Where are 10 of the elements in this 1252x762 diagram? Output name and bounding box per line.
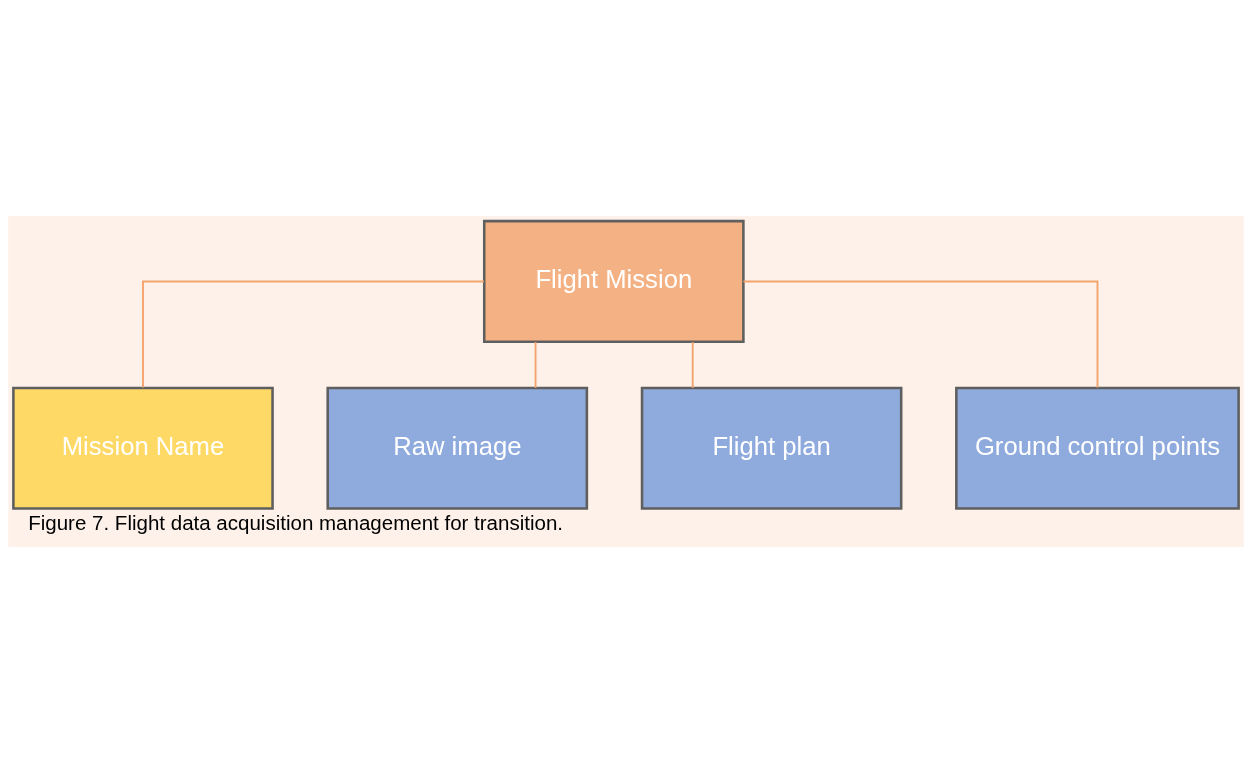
connector — [534, 340, 537, 389]
connector — [691, 340, 694, 389]
node-box: Raw image — [326, 386, 589, 510]
node-box: Flight plan — [640, 386, 903, 510]
caption: Figure 7. Flight data acquisition management for transition. — [28, 510, 564, 534]
connector — [742, 279, 1099, 388]
node-box: Mission Name — [12, 386, 274, 510]
node-box: Ground control points — [955, 386, 1240, 510]
connector — [142, 279, 485, 388]
node-box: Flight Mission — [482, 219, 745, 343]
